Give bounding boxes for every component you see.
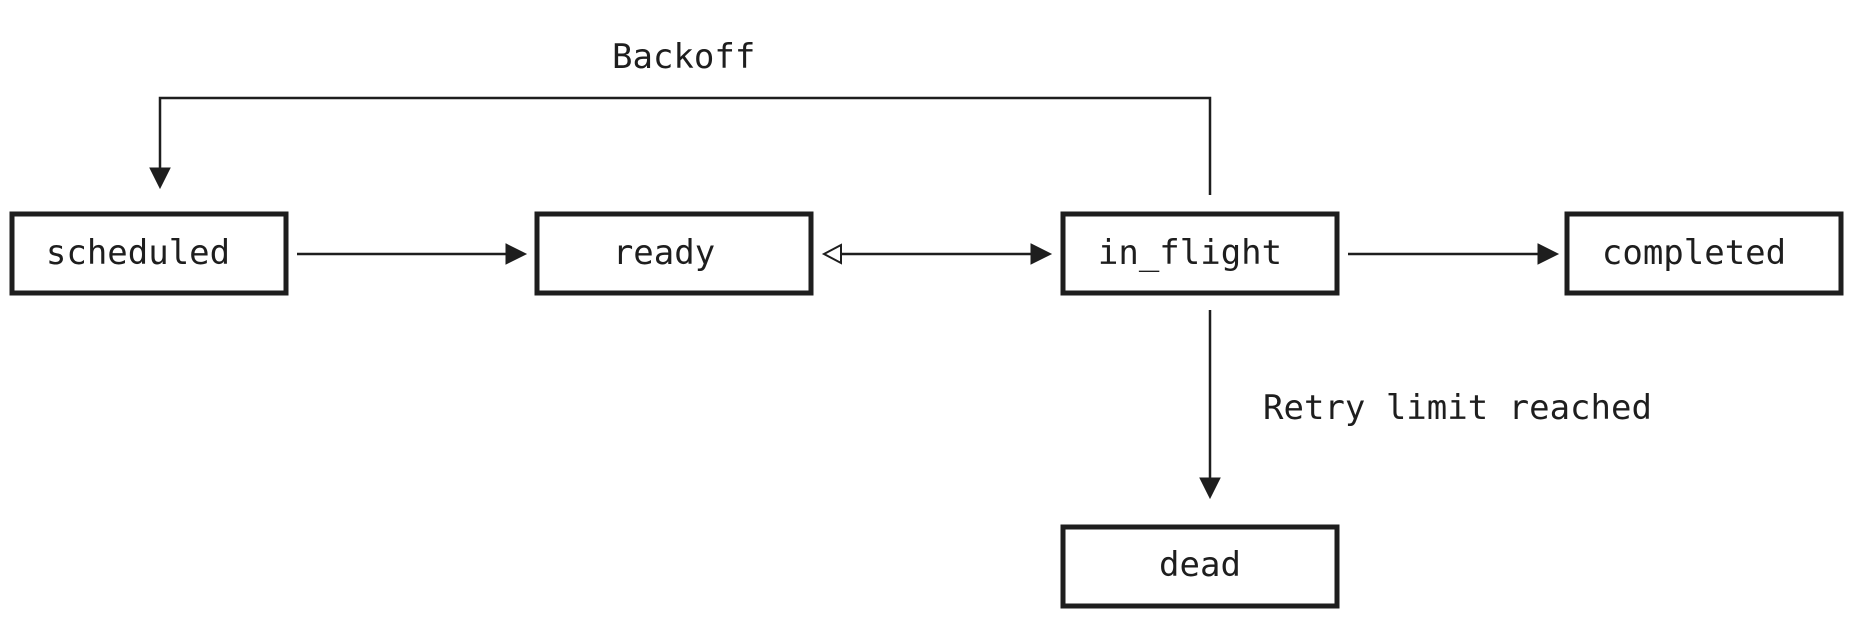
node-ready-box [534,211,814,296]
arrowhead-hollow-left-icon [821,243,842,265]
node-completed-box [1564,211,1844,296]
node-ready: ready [534,211,814,296]
node-in-flight-box [1060,211,1340,296]
edge-label-backoff: Backoff [612,37,755,77]
arrowhead-down-icon [149,167,171,190]
edge-label-retry-limit: Retry limit reached [1263,388,1652,428]
edge-in-flight-completed [1348,243,1560,265]
edge-ready-in-flight [821,243,1053,265]
edge-backoff-line [158,96,1212,195]
edge-scheduled-ready [297,243,528,265]
node-dead: dead [1060,524,1340,609]
arrowhead-right-icon [505,243,528,265]
edge-backoff: Backoff [149,37,1212,195]
node-label-in-flight: in_flight [1098,233,1282,273]
node-label-completed: completed [1602,233,1786,273]
node-label-dead: dead [1159,545,1241,585]
arrowhead-down-icon [1199,477,1221,500]
arrowhead-right-icon [1537,243,1560,265]
node-label-ready: ready [613,233,715,273]
node-scheduled-box [9,211,289,296]
edge-in-flight-dead: Retry limit reached [1199,310,1652,500]
node-scheduled: scheduled [9,211,289,296]
arrowhead-right-icon [1030,243,1053,265]
node-label-scheduled: scheduled [46,233,230,273]
node-completed: completed [1564,211,1844,296]
node-in-flight: in_flight [1060,211,1340,296]
node-dead-box [1060,524,1340,609]
